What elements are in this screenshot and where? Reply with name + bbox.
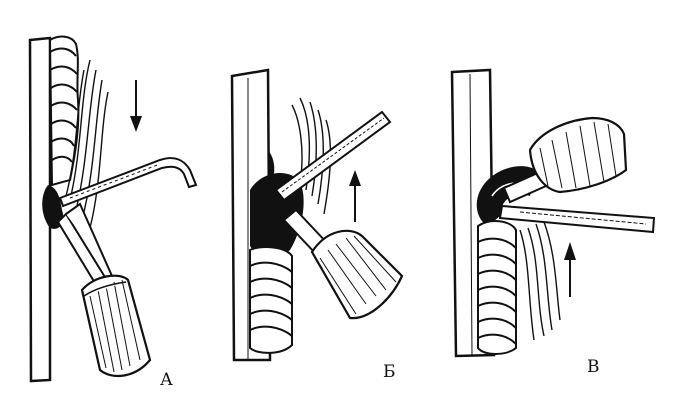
torch-nozzle-a xyxy=(80,274,152,378)
arrow-up-v xyxy=(564,242,576,297)
torch-nozzle-b xyxy=(310,229,404,320)
arrow-down-a xyxy=(130,80,142,132)
plate-a xyxy=(28,36,52,383)
panel-b xyxy=(230,68,404,362)
gas-flow-v xyxy=(519,221,561,341)
weld-pool-a xyxy=(42,185,64,229)
weld-bead-v xyxy=(477,220,517,355)
electrode-a xyxy=(56,202,113,290)
panel-v xyxy=(450,68,656,358)
panel-label-v: В xyxy=(587,357,600,377)
filler-rod-a xyxy=(58,157,198,208)
weld-bead-b xyxy=(249,246,293,354)
panel-label-a: А xyxy=(160,370,173,390)
weld-bead-a xyxy=(48,35,80,187)
panel-a xyxy=(28,35,198,383)
torch-nozzle-v xyxy=(528,116,628,194)
arrow-up-b xyxy=(349,170,361,222)
filler-rod-b xyxy=(274,110,392,202)
panel-label-b: Б xyxy=(383,362,396,382)
filler-rod-v xyxy=(498,204,656,234)
